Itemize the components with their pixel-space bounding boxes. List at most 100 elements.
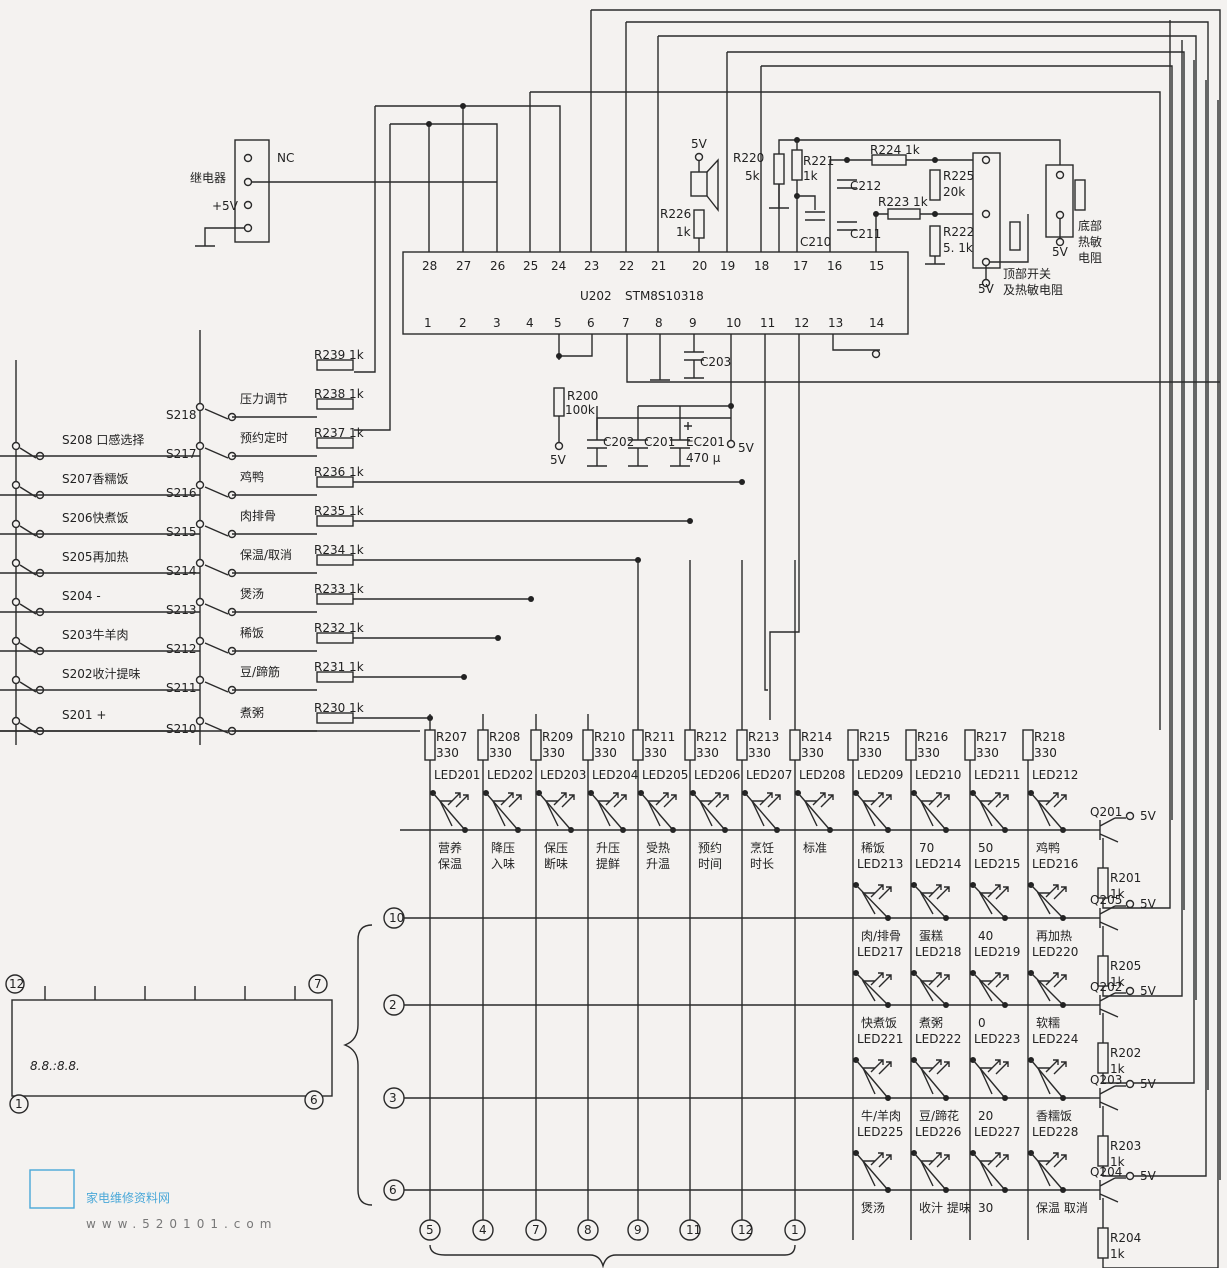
led-label: 营养: [438, 840, 462, 855]
led-label: 保温 取消: [1036, 1201, 1088, 1215]
resistor-icon: [929, 225, 941, 257]
terminal-icon: [981, 278, 991, 288]
res-val: 330: [644, 746, 667, 760]
led-icon: [485, 792, 519, 831]
res-ref: R201: [1110, 871, 1141, 885]
terminal-icon: [11, 558, 21, 568]
sensor-label: 电阻: [1078, 251, 1102, 265]
led-ref: LED215: [974, 857, 1020, 871]
led-ref: LED228: [1032, 1125, 1078, 1139]
led-ref: LED212: [1032, 768, 1078, 782]
junction-dot: [1002, 915, 1008, 921]
led-label: 标准: [803, 841, 827, 855]
cap-ref: C211: [850, 227, 881, 241]
resistor-icon: [887, 208, 921, 220]
switch-ref: S217: [166, 447, 197, 461]
resistor-icon: [736, 729, 748, 761]
led-ref: LED221: [857, 1032, 903, 1046]
wire: [390, 123, 498, 252]
wire: [1099, 1177, 1119, 1203]
led-icon: [913, 792, 947, 831]
pin-icon: [304, 1090, 324, 1110]
res-ref: R200: [567, 389, 598, 403]
led-label: 快煮饭: [861, 1016, 897, 1030]
wire: [928, 1152, 950, 1168]
res-val: 1k: [803, 169, 818, 183]
row-pin: 10: [389, 911, 404, 925]
wire: [919, 800, 934, 827]
wire: [1036, 1067, 1051, 1095]
pin-number: 28: [422, 259, 437, 273]
led-icon: [913, 884, 947, 919]
res-ref: R223 1k: [878, 195, 928, 209]
wire: [375, 105, 561, 252]
terminal-icon: [1055, 237, 1065, 247]
led-ref: LED211: [974, 768, 1020, 782]
chip-part: STM8S10318: [625, 289, 704, 303]
col-pin: 9: [634, 1223, 642, 1237]
wire: [596, 800, 611, 827]
res-val: 330: [917, 746, 940, 760]
terminal-icon: [243, 177, 253, 187]
v5-label: 5V: [550, 453, 567, 467]
chip-u202: [402, 251, 909, 335]
led-icon: [1030, 884, 1064, 919]
led-label: 软糯: [1036, 1016, 1060, 1030]
res-val: 100k: [565, 403, 595, 417]
wire: [812, 792, 834, 808]
led-ref: LED206: [694, 768, 740, 782]
switch-label: S208 口感选择: [62, 432, 144, 447]
junction-dot: [885, 1095, 891, 1101]
led-label: 升温: [646, 857, 670, 871]
col-pin-icon: [419, 1219, 441, 1241]
wire: [861, 980, 876, 1002]
sensor-label: 底部: [1078, 218, 1102, 233]
terminal-icon: [195, 636, 205, 646]
led-ref: LED222: [915, 1032, 961, 1046]
switch-label: 煲汤: [240, 586, 264, 601]
wire: [626, 334, 1220, 383]
led-ref: LED220: [1032, 945, 1078, 959]
junction-dot: [426, 121, 432, 127]
switch-icon: [204, 447, 229, 459]
pin-number: 20: [692, 259, 707, 273]
res-val: 1k: [1110, 1155, 1125, 1169]
led-ref: LED207: [746, 768, 792, 782]
wire: [870, 1152, 892, 1168]
switch-ref: S211: [166, 681, 197, 695]
led-ref: LED208: [799, 768, 845, 782]
wire: [354, 124, 391, 431]
res-ref: R204: [1110, 1231, 1141, 1245]
junction-dot: [461, 674, 467, 680]
pin-number: 23: [584, 259, 599, 273]
switch-label: 预约定时: [240, 430, 288, 445]
pin-number: 27: [456, 259, 471, 273]
pin-number: 19: [720, 259, 735, 273]
res-ref: R212: [696, 730, 727, 744]
led-label: 断味: [544, 856, 568, 871]
wire: [761, 65, 1173, 820]
wire: [978, 1067, 993, 1095]
wire: [832, 334, 880, 351]
switch-ref: S216: [166, 486, 197, 500]
res-ref: R222: [943, 225, 974, 239]
pin-number: 4: [526, 316, 534, 330]
resistor-icon: [477, 729, 489, 761]
wire: [1036, 980, 1051, 1002]
wire: [797, 195, 816, 210]
wire: [870, 792, 892, 808]
junction-dot: [844, 157, 850, 163]
pin-number: 9: [689, 316, 697, 330]
led-label: 预约: [698, 840, 722, 855]
junction-dot: [1060, 1095, 1066, 1101]
wire: [750, 800, 765, 827]
wire: [500, 792, 522, 808]
junction-dot: [1060, 1187, 1066, 1193]
junction-dot: [885, 1187, 891, 1193]
terminal-icon: [195, 558, 205, 568]
pin-number: 22: [619, 259, 634, 273]
wire: [1102, 40, 1183, 997]
junction-dot: [1002, 1002, 1008, 1008]
wire: [698, 800, 713, 827]
led-icon: [1030, 972, 1064, 1006]
